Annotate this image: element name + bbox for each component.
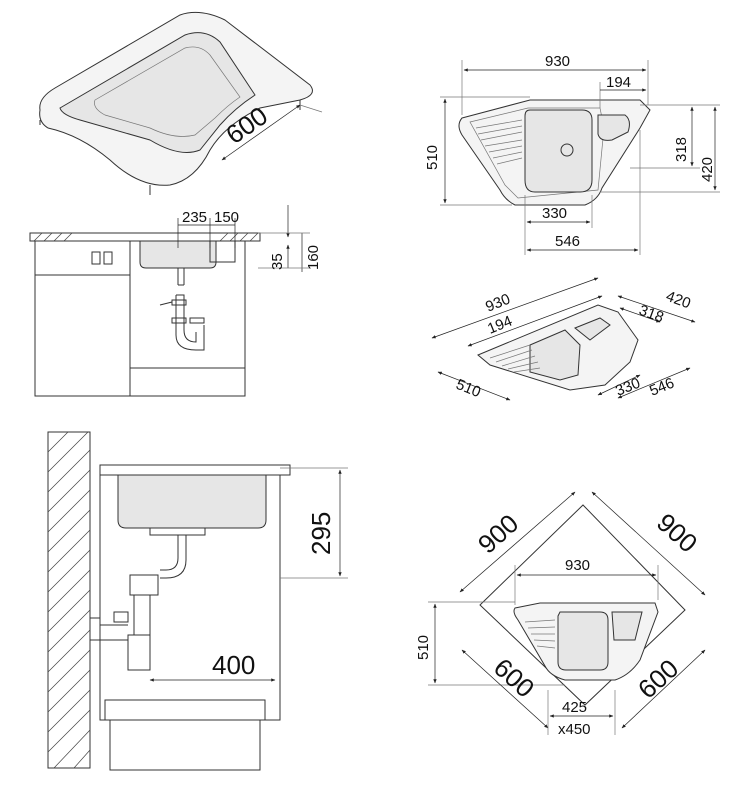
- front-section-view: 235 150 35 160: [29, 205, 322, 397]
- corner-width-label: 930: [565, 557, 590, 574]
- top-offset-label: 194: [606, 74, 631, 91]
- iso-label-194: 194: [485, 313, 515, 338]
- front-dim-35: 35: [269, 253, 286, 270]
- iso-label-930: 930: [483, 291, 513, 316]
- iso-label-318: 318: [637, 302, 666, 327]
- iso-label-510: 510: [454, 376, 484, 401]
- corner-depth-label: 510: [415, 635, 432, 660]
- corner-cabinet-label: x450: [558, 721, 591, 738]
- top-height-right-label: 420: [699, 157, 716, 182]
- corner-front-label: 425: [562, 699, 587, 716]
- top-width-label: 930: [545, 53, 570, 70]
- top-bowl-width-label: 330: [542, 205, 567, 222]
- iso-drainer-ribs: [489, 344, 541, 373]
- iso-label-546: 546: [647, 375, 677, 400]
- corner-left-lower-label: 600: [488, 652, 540, 703]
- top-view: 930 194 510 318 420 330 546: [424, 53, 720, 255]
- side-height-label: 295: [306, 512, 336, 555]
- side-section-view: 295 400: [47, 431, 348, 771]
- corner-left-diag-label: 900: [472, 508, 524, 559]
- front-dim-235: 235: [182, 209, 207, 226]
- corner-drainer-ribs: [524, 619, 556, 649]
- top-depth-left-label: 510: [424, 145, 441, 170]
- drainer-ribs: [475, 119, 523, 165]
- top-depth-right-label: 318: [673, 137, 690, 162]
- side-distance-label: 400: [212, 650, 255, 680]
- iso-label-330: 330: [613, 375, 643, 400]
- corner-right-diag-label: 900: [651, 507, 703, 558]
- iso-view: 930 194 420 318 510 330 546: [431, 277, 696, 401]
- top-front-width-label: 546: [555, 233, 580, 250]
- corner-install-view: 900 900 930 510 600 600 425 x450: [415, 491, 706, 738]
- front-dim-160: 160: [305, 245, 322, 270]
- perspective-view: 600: [39, 11, 323, 195]
- iso-label-420: 420: [664, 288, 693, 313]
- front-dim-150: 150: [214, 209, 239, 226]
